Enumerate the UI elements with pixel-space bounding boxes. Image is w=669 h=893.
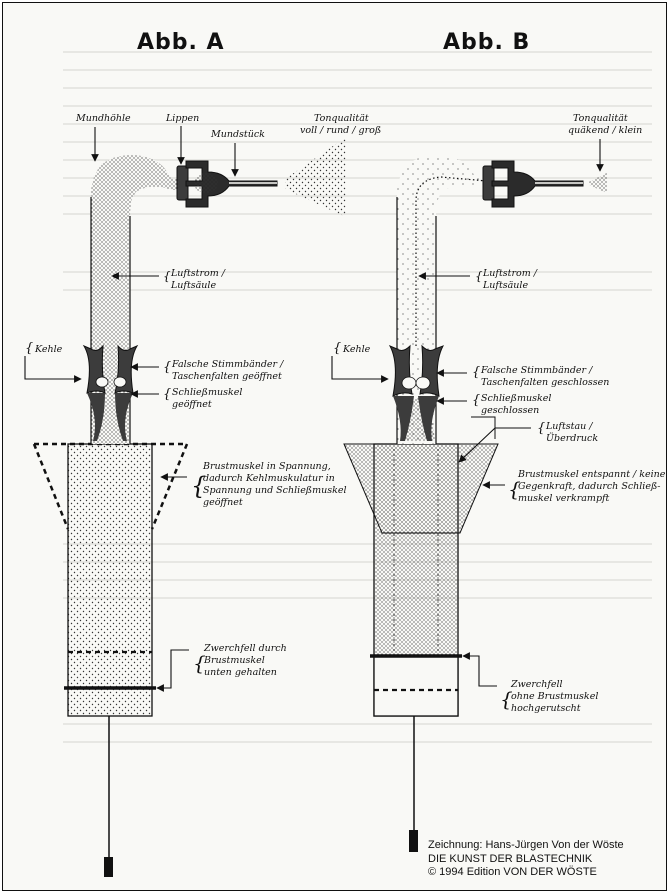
bleed-through-line (63, 123, 652, 125)
lower-chamber-b (373, 655, 459, 717)
sphincter-right-b (418, 396, 439, 441)
arrow-kehle-b (331, 356, 389, 383)
sphincter-left-b (393, 396, 414, 441)
bleed-through-line (63, 195, 652, 197)
figure-b (331, 139, 607, 852)
vocal-fold-left-b (401, 376, 417, 390)
label-stimmbaender-b-2: Taschenfalten geschlossen (481, 377, 610, 388)
label-brustmuskel-b-1: Brustmuskel entspannt / keine (518, 469, 666, 480)
bleed-through-line (63, 543, 652, 545)
label-tonqualitaet-a-2: voll / rund / groß (300, 125, 382, 136)
bleed-through-line (63, 69, 652, 71)
credit-copyright: © 1994 Edition VON DER WÖSTE (428, 866, 597, 878)
breathing-diagram (24, 126, 607, 877)
label-tonqualitaet-b-1: Tonqualität (573, 113, 628, 124)
figure-b-title: Abb. B (443, 30, 531, 55)
label-schliessmuskel-b-2: geschlossen (481, 405, 540, 416)
label-tonqualitaet-a-1: Tonqualität (314, 113, 369, 124)
label-zwerchfell-b-3: hochgerutscht (511, 703, 581, 714)
chest-muscle-left-a (32, 443, 70, 530)
vocal-fold-right-a (113, 376, 127, 388)
figure-a-title: Abb. A (137, 30, 225, 55)
bleed-through-line (63, 87, 652, 89)
airflow-column-a (91, 155, 183, 444)
label-brustmuskel-b-3: muskel verkrampft (518, 493, 610, 504)
label-stimmbaender-b-1: Falsche Stimmbänder / (481, 365, 593, 376)
label-zwerchfell-a-3: unten gehalten (204, 667, 277, 678)
bleed-through-line (63, 141, 652, 143)
label-luftstrom-a-1: Luftstrom / (171, 268, 225, 279)
bleed-through-line (63, 723, 652, 725)
label-zwerchfell-b-2: ohne Brustmuskel (511, 691, 599, 702)
label-luftstau-b-2: Überdruck (546, 433, 599, 444)
mouthpiece-b (491, 160, 584, 208)
label-stimmbaender-a-2: Taschenfalten geöffnet (172, 371, 282, 382)
bleed-through-line (63, 579, 652, 581)
label-zwerchfell-b-1: Zwerchfell (511, 679, 563, 690)
sound-cone-b (589, 173, 607, 193)
label-kehle-b: Kehle (343, 344, 371, 355)
sound-cone-a (285, 137, 346, 217)
label-luftstau-b-1: Luftstau / (546, 421, 593, 432)
bleed-through-line (63, 741, 652, 743)
piston-weight-a (104, 857, 113, 877)
chest-cylinder-a (67, 443, 153, 717)
label-tonqualitaet-b-2: quäkend / klein (568, 125, 643, 136)
label-schliessmuskel-a-2: geöffnet (172, 399, 212, 410)
label-kehle-a: Kehle (35, 344, 63, 355)
cup-air-a (194, 173, 218, 193)
label-stimmbaender-a-1: Falsche Stimmbänder / (172, 359, 284, 370)
label-zwerchfell-a-1: Zwerchfell durch (204, 643, 287, 654)
label-schliessmuskel-a-1: Schließmuskel (172, 387, 243, 398)
bleed-through-line (63, 561, 652, 563)
label-brustmuskel-a-1: Brustmuskel in Spannung, (203, 461, 331, 472)
arrow-zwerchfell-b (462, 652, 497, 687)
label-luftstrom-a-2: Luftsäule (171, 280, 217, 291)
sphincter-right-a (115, 393, 133, 441)
bleed-through-line (63, 213, 652, 215)
piston-weight-b (409, 830, 418, 852)
bleed-through-line (63, 597, 652, 599)
bleed-through-line (63, 159, 652, 161)
credit-book-title: DIE KUNST DER BLASTECHNIK (428, 852, 593, 865)
bleed-through-line (63, 289, 652, 291)
arrow-zwerchfell-a (156, 649, 189, 692)
credit-author: Zeichnung: Hans-Jürgen Von der Wöste (428, 839, 624, 851)
bleed-through-line (63, 271, 652, 273)
label-brustmuskel-a-3: Spannung und Schließmuskel (203, 485, 347, 496)
arrow-kehle-a (24, 356, 82, 383)
label-brustmuskel-b-2: Gegenkraft, dadurch Schließ- (518, 481, 661, 492)
label-luftstrom-b-1: Luftstrom / (483, 268, 537, 279)
label-mundstueck: Mundstück (211, 129, 265, 140)
airway-b (397, 155, 487, 444)
bracket-luftstau-b (471, 416, 496, 439)
figure-a (24, 126, 346, 877)
bleed-through-line (63, 105, 652, 107)
credit-block: Zeichnung: Hans-Jürgen Von der Wöste DIE… (424, 839, 628, 880)
bleed-through-line (63, 51, 652, 53)
label-brustmuskel-a-2: dadurch Kehlmuskulatur in (203, 473, 335, 484)
label-mundhoehle: Mundhöhle (76, 113, 131, 124)
label-luftstrom-b-2: Luftsäule (483, 280, 529, 291)
vocal-fold-left-a (95, 376, 109, 388)
bleed-through-line (63, 177, 652, 179)
label-lippen: Lippen (166, 113, 200, 124)
label-brustmuskel-a-4: geöffnet (203, 497, 243, 508)
label-zwerchfell-a-2: Brustmuskel (204, 655, 265, 666)
sphincter-left-a (87, 393, 105, 441)
airflow-thin-b (415, 176, 488, 346)
chest-muscle-right-a (150, 443, 189, 530)
vocal-fold-right-b (415, 376, 431, 390)
label-schliessmuskel-b-1: Schließmuskel (481, 393, 552, 404)
